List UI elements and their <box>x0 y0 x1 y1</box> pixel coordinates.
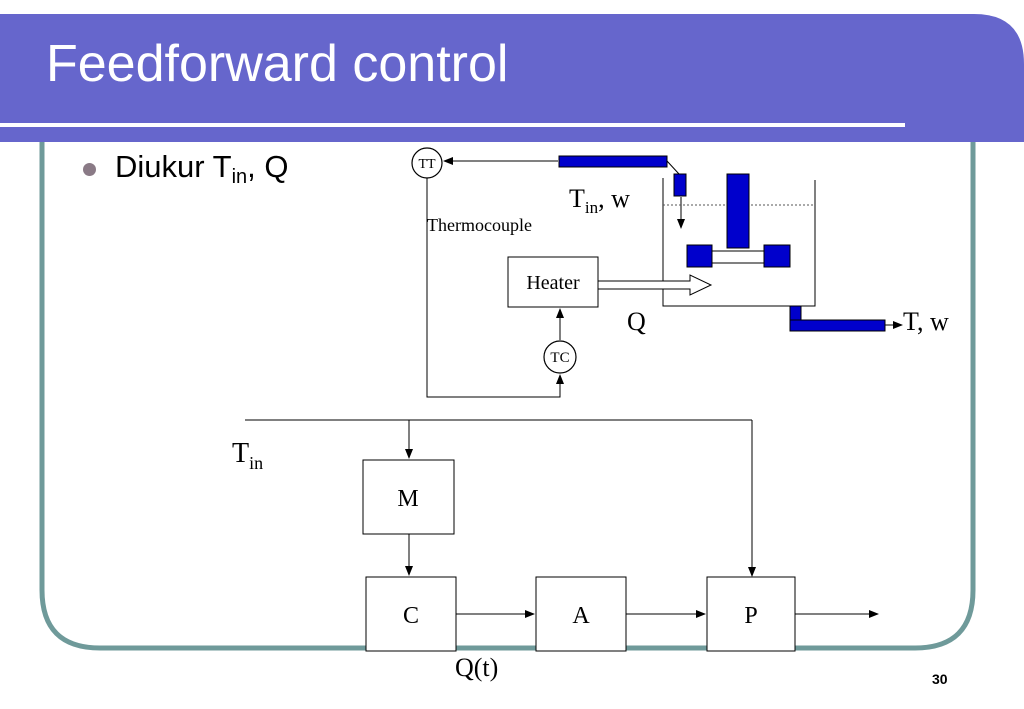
block-p <box>706 576 796 652</box>
slide-title: Feedforward control <box>46 35 509 93</box>
heater-element <box>597 274 713 296</box>
inlet-label-rest: , w <box>598 184 630 213</box>
bullet-suffix: , Q <box>247 149 289 184</box>
tt-label: TT <box>418 157 436 172</box>
bullet-icon <box>83 163 96 176</box>
block-a-label: A <box>572 603 590 629</box>
mixer-blade-right <box>763 244 791 268</box>
tin-label: Tin <box>232 438 263 473</box>
outlet-stream-label: T, w <box>903 307 949 336</box>
q-label: Q <box>627 307 646 336</box>
tank-outline <box>662 178 816 307</box>
mixer-blade-left <box>686 244 713 268</box>
tin-label-main: T <box>232 438 249 469</box>
qt-label: Q(t) <box>455 653 498 682</box>
title-band <box>0 14 1024 142</box>
block-a <box>535 576 627 652</box>
tc-label: TC <box>550 350 569 366</box>
block-c-label: C <box>403 603 419 629</box>
outlet-pipe <box>789 319 886 332</box>
inlet-pipe-diagonal <box>666 160 680 175</box>
tt-to-tc-line <box>426 178 564 398</box>
tin-label-sub: in <box>249 453 263 473</box>
mixer-shaft <box>726 173 750 249</box>
bullet-item: Diukur Tin, Q <box>115 149 289 189</box>
block-m-label: M <box>397 486 418 512</box>
page-number: 30 <box>932 671 948 687</box>
block-c <box>365 576 457 652</box>
inlet-label-main: T <box>569 184 585 213</box>
mixer-bar <box>711 250 765 264</box>
block-p-label: P <box>744 603 757 629</box>
inlet-pipe <box>558 155 668 168</box>
heater-label: Heater <box>526 272 580 294</box>
tc-controller <box>543 340 577 374</box>
bullet-sub: in <box>231 166 248 188</box>
inlet-label-sub: in <box>585 198 599 217</box>
inlet-stream-label: Tin, w <box>569 184 630 217</box>
bullet-prefix: Diukur T <box>115 149 232 184</box>
thermocouple-label: Thermocouple <box>427 215 532 235</box>
content-frame <box>39 140 976 651</box>
block-m <box>362 459 455 535</box>
inlet-pipe-down <box>673 173 687 197</box>
